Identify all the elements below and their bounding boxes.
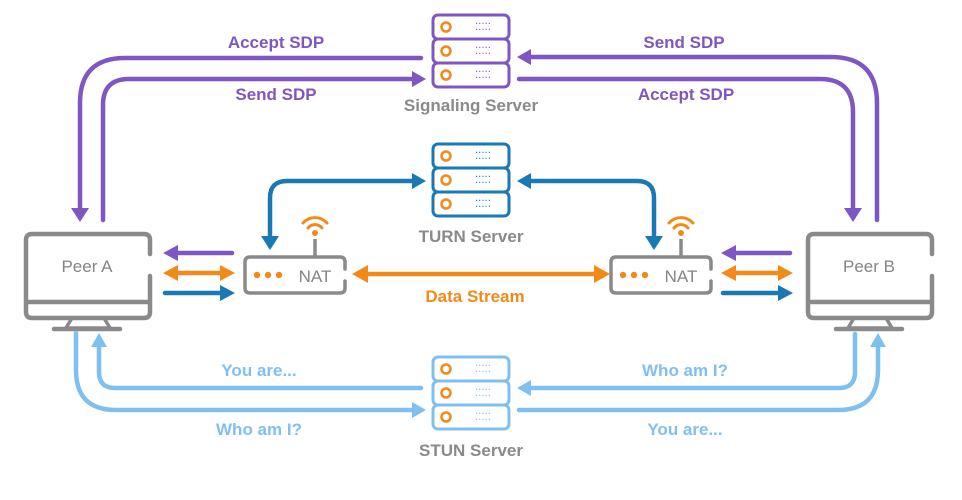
svg-text:⁚⁚⁚⁚⁚: ⁚⁚⁚⁚⁚ xyxy=(475,175,491,186)
router-icon xyxy=(243,239,347,295)
stun-server-label: STUN Server xyxy=(419,441,523,460)
arrowhead-left-icon xyxy=(163,245,178,261)
who-am-i-arrow-left xyxy=(73,330,417,413)
svg-text:⁚⁚⁚⁚⁚: ⁚⁚⁚⁚⁚ xyxy=(475,22,491,33)
signaling-server[interactable]: ⁚⁚⁚⁚⁚ ⁚⁚⁚⁚⁚ ⁚⁚⁚⁚⁚ Signaling Server xyxy=(404,13,539,115)
arrowhead-right-icon xyxy=(412,173,426,189)
turn-flows xyxy=(261,173,663,250)
router-icon xyxy=(609,239,713,295)
you-are-arrow-right xyxy=(516,342,881,413)
arrowhead-left-icon xyxy=(721,245,736,261)
server-icon: ⁚⁚⁚⁚⁚ ⁚⁚⁚⁚⁚ ⁚⁚⁚⁚⁚ xyxy=(431,142,511,218)
peer-b[interactable]: Peer B xyxy=(805,231,935,332)
signaling-flows: Accept SDP Send SDP Send SDP Accept SDP xyxy=(71,33,880,223)
arrowhead-left-icon xyxy=(517,173,531,189)
arrowhead-left-icon xyxy=(721,265,736,281)
nat-b[interactable]: NAT xyxy=(609,216,713,295)
you-are-arrow-left xyxy=(96,342,424,391)
svg-text:⁚⁚⁚⁚⁚: ⁚⁚⁚⁚⁚ xyxy=(475,70,491,81)
peer-b-label: Peer B xyxy=(843,257,895,276)
label-you-are-right: You are... xyxy=(647,420,722,439)
arrowhead-left-icon xyxy=(517,49,531,65)
arrowhead-up-icon xyxy=(870,333,886,347)
signaling-server-label: Signaling Server xyxy=(404,96,539,115)
accept-sdp-arrow-left xyxy=(77,55,424,213)
send-sdp-arrow-right xyxy=(527,54,880,223)
peer-a-nat-links xyxy=(162,245,235,301)
arrowhead-down-icon xyxy=(844,208,862,222)
svg-text:⁚⁚⁚⁚⁚: ⁚⁚⁚⁚⁚ xyxy=(475,412,491,423)
svg-text:⁚⁚⁚⁚⁚: ⁚⁚⁚⁚⁚ xyxy=(475,46,491,57)
svg-text:⁚⁚⁚⁚⁚: ⁚⁚⁚⁚⁚ xyxy=(475,199,491,210)
turn-arrow-left xyxy=(267,178,417,241)
arrowhead-up-icon xyxy=(91,333,107,347)
peer-a[interactable]: Peer A xyxy=(23,231,153,332)
arrowhead-left-icon xyxy=(352,265,368,283)
monitor-icon xyxy=(805,231,935,332)
arrowhead-right-icon xyxy=(412,71,426,87)
label-send-sdp-right: Send SDP xyxy=(643,33,724,52)
label-accept-sdp-left: Accept SDP xyxy=(228,33,324,52)
arrowhead-down-icon xyxy=(261,236,279,250)
nat-b-label: NAT xyxy=(665,267,698,286)
arrowhead-left-icon xyxy=(163,265,178,281)
svg-text:⁚⁚⁚⁚⁚: ⁚⁚⁚⁚⁚ xyxy=(475,364,491,375)
peer-b-nat-links xyxy=(720,245,793,301)
arrowhead-right-icon xyxy=(220,285,235,301)
arrowhead-down-icon xyxy=(71,208,89,222)
who-am-i-arrow-right xyxy=(527,331,858,391)
arrowhead-right-icon xyxy=(220,265,235,281)
arrowhead-left-icon xyxy=(517,380,531,396)
label-who-am-i-right: Who am I? xyxy=(642,361,728,380)
label-accept-sdp-right: Accept SDP xyxy=(638,85,734,104)
wifi-icon xyxy=(667,216,695,236)
accept-sdp-arrow-right xyxy=(516,76,856,213)
data-stream: Data Stream xyxy=(352,265,610,306)
server-icon: ⁚⁚⁚⁚⁚ ⁚⁚⁚⁚⁚ ⁚⁚⁚⁚⁚ xyxy=(431,355,511,431)
stun-flows: You are... Who am I? Who am I? You are..… xyxy=(73,330,886,439)
label-who-am-i-left: Who am I? xyxy=(216,420,302,439)
nat-a-label: NAT xyxy=(299,267,332,286)
wifi-icon xyxy=(301,216,329,236)
data-stream-label: Data Stream xyxy=(425,287,524,306)
monitor-icon xyxy=(23,231,153,332)
turn-arrow-right xyxy=(527,178,657,241)
turn-server-label: TURN Server xyxy=(419,227,524,246)
arrowhead-down-icon xyxy=(645,236,663,250)
stun-server[interactable]: ⁚⁚⁚⁚⁚ ⁚⁚⁚⁚⁚ ⁚⁚⁚⁚⁚ STUN Server xyxy=(419,355,523,460)
server-icon: ⁚⁚⁚⁚⁚ ⁚⁚⁚⁚⁚ ⁚⁚⁚⁚⁚ xyxy=(431,13,511,89)
peer-a-label: Peer A xyxy=(61,257,113,276)
label-you-are-left: You are... xyxy=(221,361,296,380)
send-sdp-arrow-left xyxy=(100,76,417,223)
arrowhead-right-icon xyxy=(412,402,426,418)
arrowhead-right-icon xyxy=(594,265,610,283)
svg-text:⁚⁚⁚⁚⁚: ⁚⁚⁚⁚⁚ xyxy=(475,388,491,399)
nat-a[interactable]: NAT xyxy=(243,216,347,295)
turn-server[interactable]: ⁚⁚⁚⁚⁚ ⁚⁚⁚⁚⁚ ⁚⁚⁚⁚⁚ TURN Server xyxy=(419,142,524,246)
arrowhead-right-icon xyxy=(778,285,793,301)
arrowhead-right-icon xyxy=(778,265,793,281)
svg-text:⁚⁚⁚⁚⁚: ⁚⁚⁚⁚⁚ xyxy=(475,151,491,162)
label-send-sdp-left: Send SDP xyxy=(235,85,316,104)
